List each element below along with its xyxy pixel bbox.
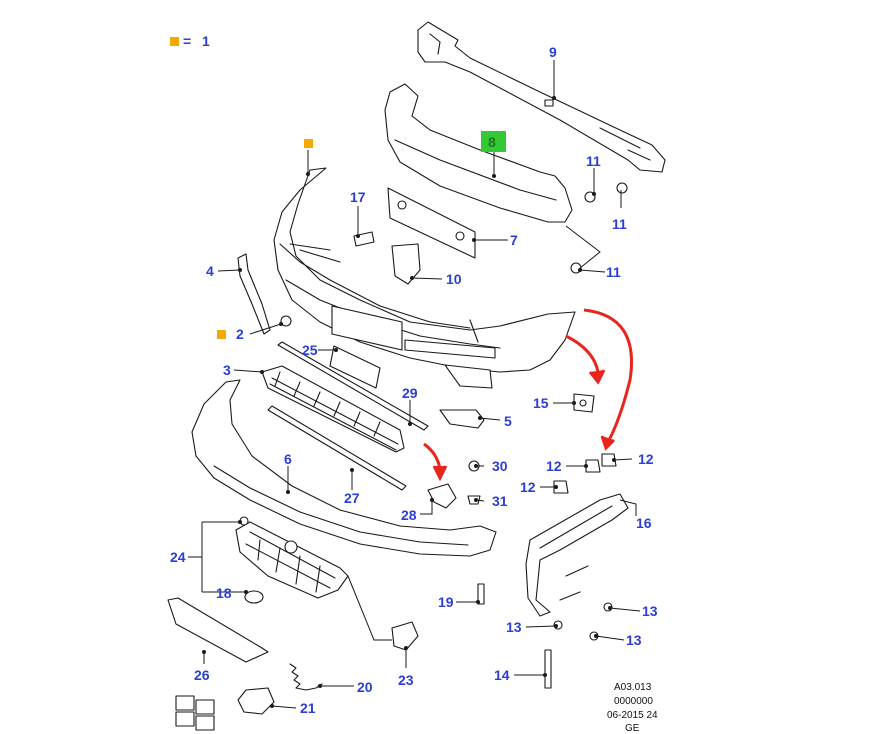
callout-13-b: 13 xyxy=(506,619,522,635)
reference-code: A03.013 xyxy=(614,682,652,693)
legend-equals: = xyxy=(183,33,191,49)
arrow-to-12 xyxy=(583,308,633,443)
legend-value: 1 xyxy=(202,33,210,49)
marker-part-2 xyxy=(217,330,226,339)
part-8-energy-absorber: 8 xyxy=(384,83,573,223)
reference-number: 0000000 xyxy=(614,696,653,707)
assembly-arrows xyxy=(423,308,633,482)
callout-12-b: 12 xyxy=(638,451,654,467)
callout-11-b: 11 xyxy=(612,216,627,232)
part-14-stud xyxy=(544,649,552,689)
part-24-grille-insert xyxy=(235,516,349,599)
callout-21: 21 xyxy=(300,700,316,716)
callout-27: 27 xyxy=(344,490,360,506)
bumper-cover xyxy=(273,167,576,389)
callout-25: 25 xyxy=(302,342,318,358)
callout-3: 3 xyxy=(223,362,231,378)
callout-20: 20 xyxy=(357,679,373,695)
callout-11-a: 11 xyxy=(586,153,601,169)
callout-14: 14 xyxy=(494,667,510,683)
reference-lang: GE xyxy=(625,723,640,734)
part-5-fog-lamp-cover xyxy=(439,409,485,429)
callout-4: 4 xyxy=(206,263,214,279)
callout-12-c: 12 xyxy=(520,479,536,495)
reference-date: 06-2015 24 xyxy=(607,710,658,721)
callout-30: 30 xyxy=(492,458,508,474)
part-18-badge xyxy=(244,590,264,604)
legend-marker xyxy=(170,37,179,46)
callout-6: 6 xyxy=(284,451,292,467)
part-20-spring xyxy=(289,663,323,691)
callout-13-c: 13 xyxy=(626,632,642,648)
marker-upper xyxy=(304,139,313,148)
callout-23: 23 xyxy=(398,672,414,688)
part-27-strip xyxy=(267,405,407,491)
part-22-pads xyxy=(175,695,215,731)
part-23-bracket xyxy=(391,621,419,651)
callout-9: 9 xyxy=(549,44,557,60)
callout-19: 19 xyxy=(438,594,454,610)
callout-8-highlight: 8 xyxy=(488,134,496,150)
callout-29: 29 xyxy=(402,385,418,401)
callout-15: 15 xyxy=(533,395,549,411)
part-10-clip-bracket xyxy=(391,243,421,285)
callout-10: 10 xyxy=(446,271,462,287)
part-29-trim-strip xyxy=(277,341,429,431)
callout-28: 28 xyxy=(401,507,417,523)
callout-7: 7 xyxy=(510,232,518,248)
part-12-nuts xyxy=(553,453,617,494)
callout-17: 17 xyxy=(350,189,366,205)
legend: = 1 xyxy=(170,33,210,49)
callout-26: 26 xyxy=(194,667,210,683)
part-4-trim-strip xyxy=(237,253,271,335)
callout-16: 16 xyxy=(636,515,652,531)
callout-18: 18 xyxy=(216,585,232,601)
callout-labels: 9 11 11 11 17 7 10 4 2 25 3 29 5 15 12 1… xyxy=(170,44,658,716)
callout-12-a: 12 xyxy=(546,458,562,474)
part-9-support-bar xyxy=(417,21,666,173)
callout-13-a: 13 xyxy=(642,603,658,619)
part-16-side-bracket xyxy=(525,493,629,617)
callout-5: 5 xyxy=(504,413,512,429)
part-19-bolt xyxy=(477,583,485,605)
part-13-bolts xyxy=(553,602,613,641)
part-2-clip xyxy=(280,315,292,327)
part-17-clip xyxy=(353,231,375,247)
highlight-marker-8 xyxy=(481,131,506,152)
part-26-grille-surround xyxy=(167,597,269,663)
part-7-mount-bracket xyxy=(387,187,476,259)
leader-lines xyxy=(188,60,641,709)
callout-2: 2 xyxy=(236,326,244,342)
callout-11-c: 11 xyxy=(606,264,621,280)
part-15-hole xyxy=(579,399,587,407)
part-3-lower-grille xyxy=(261,365,405,453)
arrow-to-15 xyxy=(565,334,600,373)
part-25-plate xyxy=(329,345,381,389)
part-6-lower-spoiler xyxy=(191,379,497,557)
part-21-mount xyxy=(237,687,275,715)
callout-31: 31 xyxy=(492,493,508,509)
reference-block: A03.013 0000000 06-2015 24 GE xyxy=(607,682,658,734)
callout-24: 24 xyxy=(170,549,186,565)
